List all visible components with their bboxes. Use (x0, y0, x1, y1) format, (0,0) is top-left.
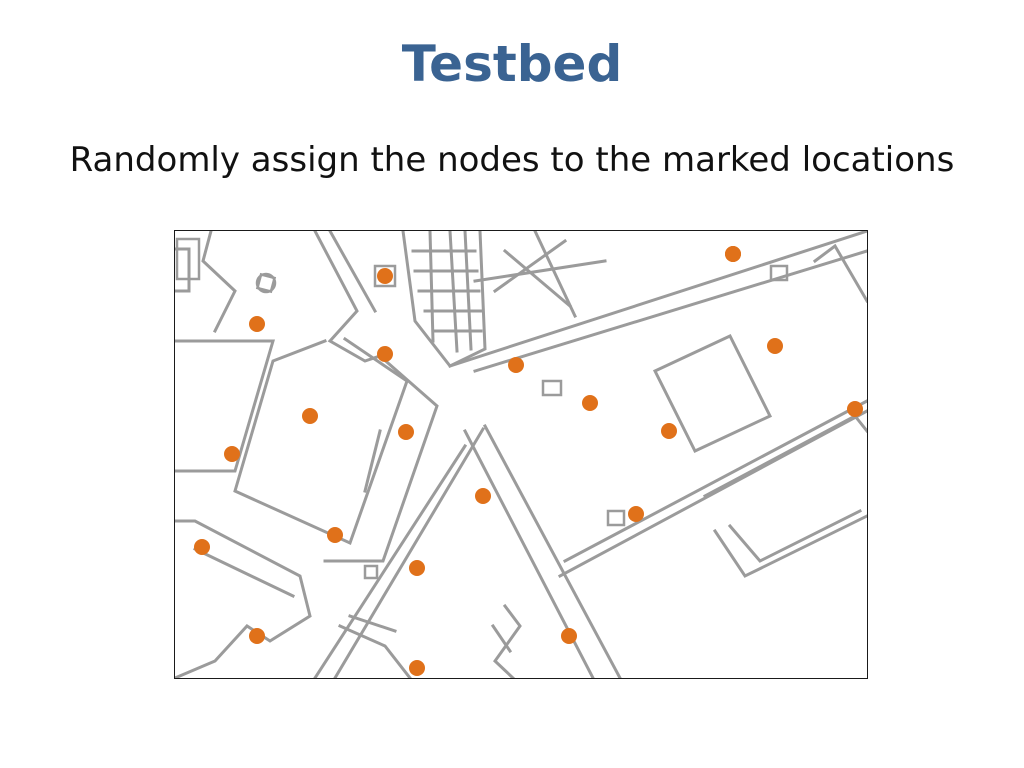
node-location-marker (249, 628, 265, 644)
floor-plan-map (174, 230, 868, 679)
node-location-marker (767, 338, 783, 354)
node-location-marker (725, 246, 741, 262)
node-location-marker (302, 408, 318, 424)
node-location-marker (194, 539, 210, 555)
node-location-marker (377, 268, 393, 284)
node-location-marker (409, 660, 425, 676)
node-location-marker (561, 628, 577, 644)
node-location-marker (628, 506, 644, 522)
node-markers (194, 246, 863, 676)
node-location-marker (224, 446, 240, 462)
slide-subtitle: Randomly assign the nodes to the marked … (69, 140, 955, 180)
node-location-marker (475, 488, 491, 504)
floor-plan-drawing (175, 231, 867, 678)
node-location-marker (582, 395, 598, 411)
node-location-marker (249, 316, 265, 332)
slide-title: Testbed (401, 35, 623, 93)
node-location-marker (508, 357, 524, 373)
floor-plan-fixtures (175, 237, 789, 580)
node-location-marker (377, 346, 393, 362)
node-location-marker (398, 424, 414, 440)
floor-plan-walls (175, 231, 867, 678)
node-location-marker (661, 423, 677, 439)
node-location-marker (409, 560, 425, 576)
node-location-marker (847, 401, 863, 417)
node-location-marker (327, 527, 343, 543)
